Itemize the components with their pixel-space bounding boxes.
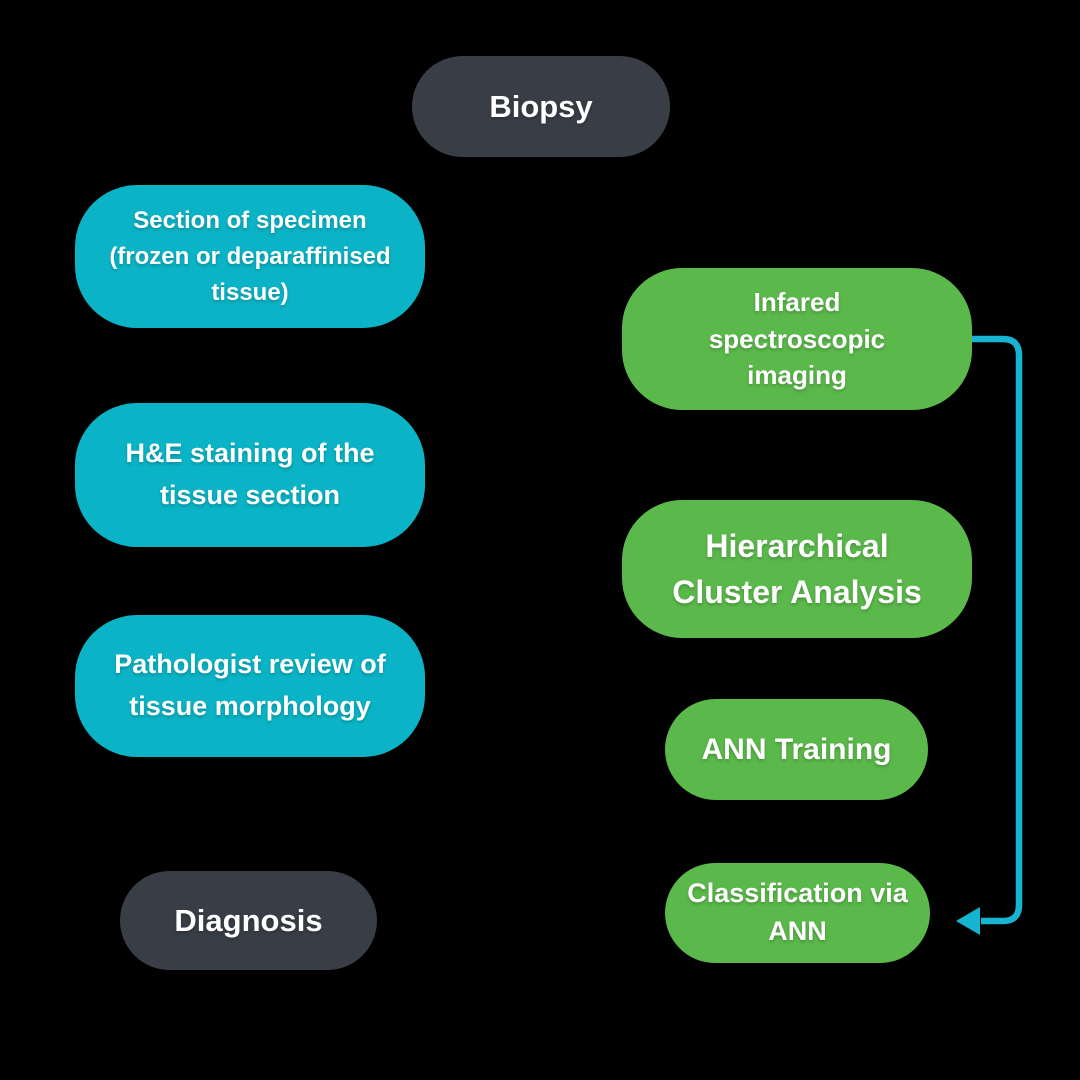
node-label: Hierarchical Cluster Analysis — [672, 527, 922, 610]
node-label: ANN Training — [701, 732, 892, 766]
node-pathologist-review: Pathologist review of tissue morphology — [75, 615, 425, 757]
node-classification-via-ann: Classification via ANN — [665, 863, 930, 963]
node-label: Biopsy — [489, 88, 593, 124]
node-label: Infared spectroscopic imaging — [708, 286, 886, 391]
node-he-staining: H&E staining of the tissue section — [75, 403, 425, 547]
node-biopsy: Biopsy — [412, 56, 670, 157]
node-section-of-specimen: Section of specimen (frozen or deparaffi… — [75, 185, 425, 328]
node-diagnosis: Diagnosis — [120, 871, 377, 970]
node-infrared-spectroscopic-imaging: Infared spectroscopic imaging — [622, 268, 972, 410]
connector-line — [967, 335, 1023, 925]
node-label: Section of specimen (frozen or deparaffi… — [109, 206, 391, 306]
node-label: Classification via ANN — [687, 878, 908, 946]
node-label: Diagnosis — [174, 902, 323, 938]
node-label: H&E staining of the tissue section — [125, 438, 375, 510]
node-ann-training: ANN Training — [665, 699, 928, 800]
arrowhead-icon — [956, 907, 980, 935]
node-hierarchical-cluster-analysis: Hierarchical Cluster Analysis — [622, 500, 972, 638]
node-label: Pathologist review of tissue morphology — [114, 649, 386, 721]
